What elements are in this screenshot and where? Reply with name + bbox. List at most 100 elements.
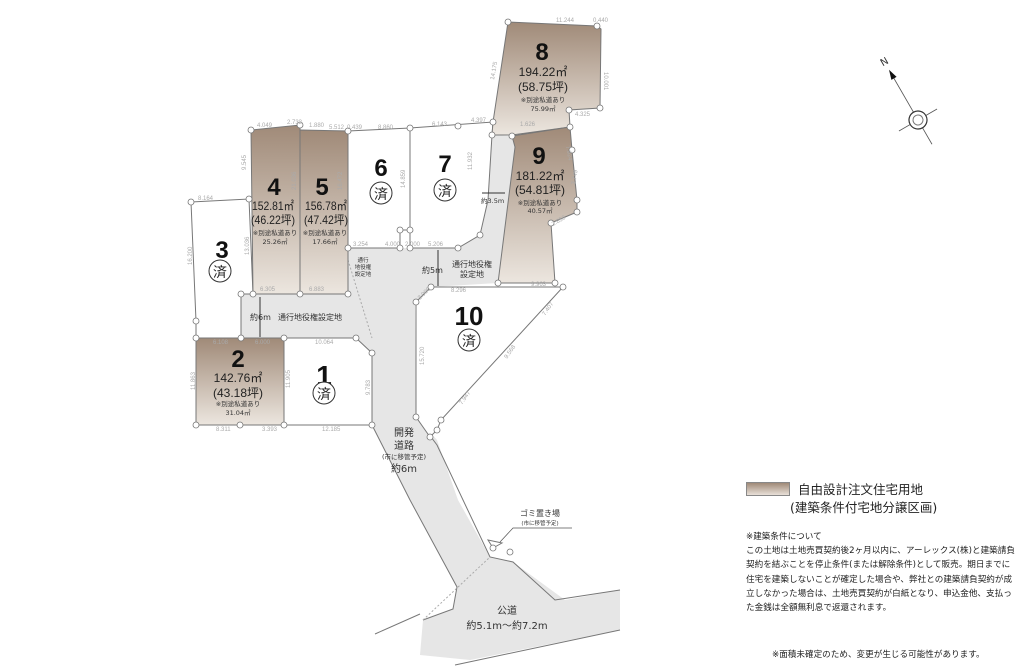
- sold-badge: [457, 328, 481, 352]
- dimension-label: 6.883: [309, 287, 325, 293]
- lot-10-label: 10 済: [455, 301, 483, 352]
- boundary-marker: [237, 290, 245, 298]
- boundary-marker: [192, 334, 200, 342]
- boundary-marker: [245, 195, 253, 203]
- dimension-label: 16.200: [188, 246, 194, 265]
- boundary-marker: [237, 334, 245, 342]
- boundary-marker: [489, 118, 497, 126]
- lot-tsubo: (47.42坪): [304, 213, 348, 227]
- boundary-marker: [187, 198, 195, 206]
- easement-small-label: 通行: [357, 256, 369, 264]
- dimension-label: 4.325: [575, 112, 591, 118]
- sold-mark: 済: [213, 265, 227, 281]
- dimension-label: 4.049: [257, 123, 273, 129]
- dimension-label: 4.000: [385, 242, 401, 248]
- dimension-label: 6.108: [213, 340, 229, 346]
- boundary-marker: [368, 349, 376, 357]
- easement-6m-label: 通行地役権設定地: [278, 312, 342, 322]
- lot-area: 142.76㎡: [214, 371, 263, 385]
- lot-area: 156.78㎡: [305, 199, 347, 213]
- boundary-marker: [427, 283, 435, 291]
- dimension-label: 13.036: [245, 236, 251, 255]
- private-road-area: 25.26㎡: [262, 237, 288, 246]
- dimension-label: 5.512: [329, 125, 345, 131]
- sold-badge: [312, 381, 336, 405]
- dev-road-note: (市に移管予定): [382, 452, 426, 461]
- dimension-label: 9.963: [531, 282, 547, 288]
- private-road-area: 75.99㎡: [530, 104, 556, 113]
- dev-road-label: 開発: [394, 426, 414, 439]
- lot-9-label: 9 181.22㎡ (54.81坪) ※別途私道あり 40.57㎡: [515, 143, 565, 215]
- boundary-marker: [596, 104, 604, 112]
- boundary-marker: [236, 421, 244, 429]
- easement-small-label: 地役権: [355, 263, 372, 271]
- lot-number: 5: [315, 174, 328, 201]
- boundary-marker: [504, 18, 512, 26]
- boundary-marker: [565, 106, 573, 114]
- legend-label: 自由設計注文住宅用地: [798, 482, 924, 497]
- dimension-label: 6.305: [260, 287, 276, 293]
- boundary-marker: [396, 226, 404, 234]
- boundary-marker: [488, 131, 496, 139]
- boundary-marker: [454, 122, 462, 130]
- easement-6m-area: [241, 248, 620, 660]
- boundary-marker: [296, 290, 304, 298]
- path-width: 約3.5m: [481, 196, 504, 205]
- dimension-label: 9.783: [366, 379, 372, 395]
- sold-badge: [433, 178, 457, 202]
- dimension-label: 8.164: [198, 196, 214, 202]
- boundary-marker: [476, 231, 484, 239]
- boundary-marker: [573, 196, 581, 204]
- dimension-label: 8.296: [451, 288, 467, 294]
- easement-5m-label: 設定地: [460, 269, 484, 279]
- boundary-marker: [280, 421, 288, 429]
- private-road-note: ※別途私道あり: [518, 198, 562, 207]
- boundary-marker: [406, 124, 414, 132]
- dimension-label: 15.720: [420, 346, 426, 365]
- boundary-marker: [559, 283, 567, 291]
- dimension-label: 5.206: [428, 242, 444, 248]
- dimension-label: 11.244: [556, 18, 575, 24]
- sold-mark: 済: [374, 187, 388, 203]
- lot-10[interactable]: [415, 286, 565, 438]
- dimension-label: 14.859: [401, 169, 407, 188]
- boundary-marker: [508, 132, 516, 140]
- dimension-label: 4.397: [471, 118, 487, 124]
- boundary-marker: [489, 544, 497, 552]
- lot-number: 4: [267, 174, 281, 201]
- compass-icon: N: [879, 56, 938, 145]
- dev-road-label: 道路: [394, 439, 414, 452]
- boundary-marker: [368, 421, 376, 429]
- boundary-marker: [593, 22, 601, 30]
- lot-6-label: 6 済: [369, 155, 393, 205]
- dimension-label: 3.254: [353, 242, 369, 248]
- lot-4-label: 4 152.81㎡ (46.22坪) ※別途私道あり 25.26㎡: [251, 174, 297, 246]
- dimension-label: 21.036: [292, 171, 298, 190]
- dimension-label: 0.440: [593, 18, 609, 24]
- dimension-label: 16.472: [338, 171, 344, 190]
- dimension-label: 12.185: [322, 427, 341, 433]
- lot-number: 8: [535, 39, 548, 66]
- dimension-label: 1.626: [520, 122, 536, 128]
- path-3.5m-area: [478, 135, 515, 283]
- dimension-label: 11.863: [191, 371, 197, 390]
- lot-tsubo: (46.22坪): [251, 213, 295, 227]
- boundary-marker: [396, 244, 404, 252]
- dimension-label: 11.905: [286, 369, 292, 388]
- boundary-marker: [192, 421, 200, 429]
- lot-8-label: 8 194.22㎡ (58.75坪) ※別途私道あり 75.99㎡: [518, 39, 568, 113]
- dimension-label: 14.175: [490, 61, 499, 81]
- boundary-marker: [247, 126, 255, 134]
- dimension-label: 8.860: [378, 125, 394, 131]
- lot-9[interactable]: [497, 126, 578, 284]
- boundary-marker: [568, 146, 576, 154]
- conditions-body: この土地は土地売買契約後2ヶ月以内に、アーレックス(株)と建築請負契約を結ぶこと…: [746, 546, 1015, 614]
- building-conditions: ※建築条件について この土地は土地売買契約後2ヶ月以内に、アーレックス(株)と建…: [746, 530, 1016, 615]
- dimension-label: 10.001: [602, 72, 608, 91]
- north-label: N: [879, 56, 891, 69]
- footnote: ※面積未確定のため、変更が生じる可能性があります。: [772, 650, 985, 660]
- easement-5m-area: [415, 235, 498, 302]
- boundary-marker: [566, 123, 574, 131]
- lot-1-label: 1 済: [312, 360, 336, 405]
- boundary-marker: [506, 548, 514, 556]
